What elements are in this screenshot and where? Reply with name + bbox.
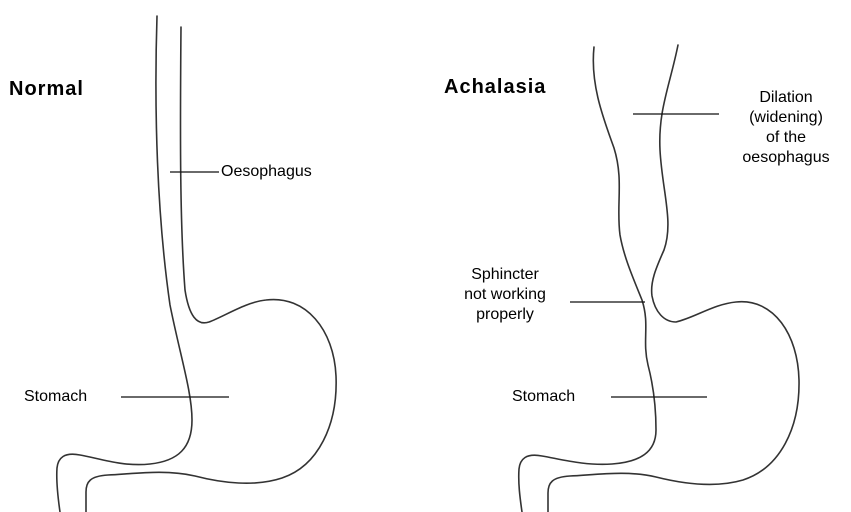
dilation-line-2: (widening)	[724, 108, 848, 128]
normal-title: Normal	[9, 78, 84, 101]
achalasia-title: Achalasia	[444, 76, 546, 99]
achalasia-dilation-label: Dilation (widening) of the oesophagus	[724, 88, 848, 168]
normal-anatomy	[57, 16, 336, 512]
dilation-line-1: Dilation	[724, 88, 848, 108]
sphincter-line-3: properly	[444, 305, 566, 325]
dilation-line-3: of the	[724, 128, 848, 148]
normal-inner-wall	[86, 27, 336, 512]
achalasia-stomach-label: Stomach	[512, 387, 575, 407]
normal-oesophagus-label: Oesophagus	[221, 162, 312, 182]
sphincter-line-1: Sphincter	[444, 265, 566, 285]
sphincter-line-2: not working	[444, 285, 566, 305]
dilation-line-4: oesophagus	[724, 148, 848, 168]
normal-stomach-label: Stomach	[24, 387, 87, 407]
achalasia-sphincter-label: Sphincter not working properly	[444, 265, 566, 325]
